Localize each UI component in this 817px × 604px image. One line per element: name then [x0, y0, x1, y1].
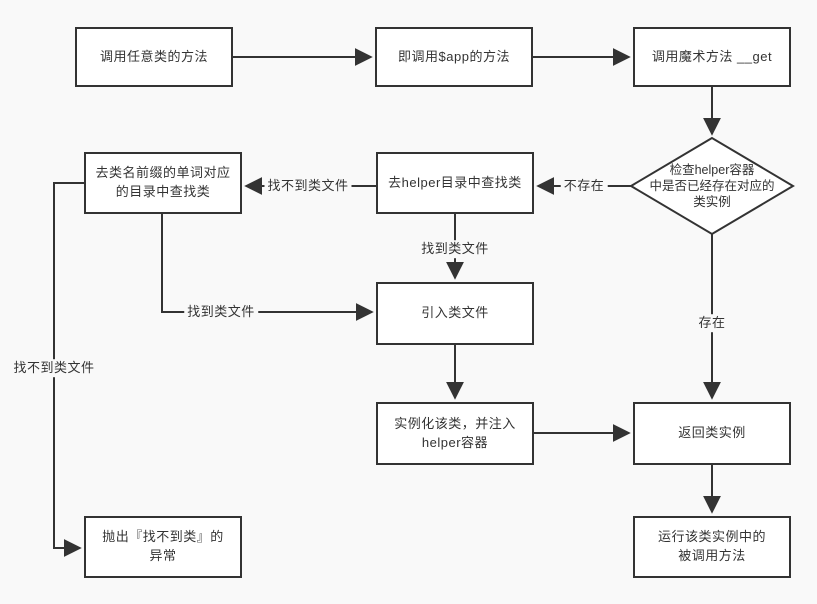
edge-label-class-file-found: 找到类文件	[418, 240, 492, 258]
node-call-magic-get: 调用魔术方法 __get	[633, 27, 791, 87]
node-search-helper-directory: 去helper目录中查找类	[376, 152, 534, 214]
edge-label-exist: 存在	[695, 314, 729, 332]
node-throw-class-not-found: 抛出『找不到类』的 异常	[84, 516, 242, 578]
node-search-prefix-directory: 去类名前缀的单词对应 的目录中查找类	[84, 152, 242, 214]
node-call-any-class-method: 调用任意类的方法	[75, 27, 233, 87]
node-include-class-file: 引入类文件	[376, 282, 534, 345]
edge-search-prefix-to-include	[161, 214, 374, 321]
node-run-called-method: 运行该类实例中的 被调用方法	[633, 516, 791, 578]
node-return-class-instance: 返回类实例	[633, 402, 791, 465]
decision-check-helper-container: 检查helper容器 中是否已经存在对应的 类实例	[649, 162, 775, 210]
node-instantiate-class: 实例化该类，并注入 helper容器	[376, 402, 534, 465]
node-call-app-method: 即调用$app的方法	[375, 27, 533, 87]
edge-label-class-file-found: 找到类文件	[184, 303, 258, 321]
edge-label-class-file-not-found: 找不到类文件	[10, 359, 98, 377]
edge-label-not-exist: 不存在	[560, 177, 608, 195]
edge-label-class-file-not-found: 找不到类文件	[264, 177, 352, 195]
decision-diamond-shape	[629, 136, 795, 236]
